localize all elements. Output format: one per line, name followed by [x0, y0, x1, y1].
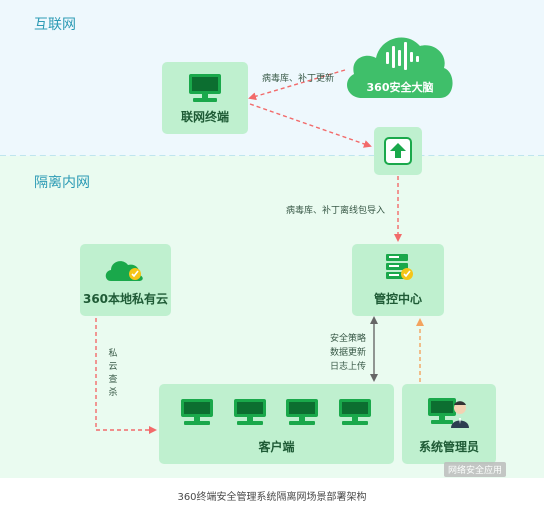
- arrow-cloud-to-terminal: [248, 69, 346, 101]
- policy-note-line: 日志上传: [330, 362, 367, 372]
- diagram-caption: 360终端安全管理系统隔离网场景部署架构: [177, 492, 367, 503]
- client-monitor-icon: [180, 398, 214, 430]
- control-center-label: 管控中心: [373, 292, 422, 306]
- cloud-brain-label: 360安全大脑: [366, 81, 434, 94]
- private-cloud-query-note: 私 云 查 杀: [107, 348, 119, 400]
- policy-note-line: 数据更新: [330, 348, 367, 358]
- private-cloud-query-char: 私: [108, 349, 118, 359]
- networked-terminal-label: 联网终端: [180, 110, 229, 124]
- monitor-icon: [187, 73, 223, 107]
- server-icon: [384, 252, 414, 286]
- private-cloud-query-char: 云: [108, 362, 118, 372]
- arrow-cloud-to-clients: [95, 318, 157, 434]
- local-private-cloud-box: 360本地私有云: [80, 244, 171, 316]
- offline-import-device: [374, 127, 422, 175]
- clients-label: 客户端: [258, 440, 295, 454]
- policy-note: 安全策略 数据更新 日志上传: [330, 332, 366, 374]
- policy-note-line: 安全策略: [330, 334, 367, 344]
- intranet-zone-label: 隔离内网: [34, 175, 90, 191]
- private-cloud-query-char: 杀: [108, 388, 118, 398]
- cloud-brain: 360安全大脑: [340, 18, 460, 106]
- private-cloud-query-char: 查: [108, 375, 118, 385]
- arrow-terminal-to-import: [249, 103, 372, 148]
- cloud-icon: [347, 37, 453, 98]
- client-monitor-icon: [233, 398, 267, 430]
- internet-zone-label: 互联网: [34, 17, 76, 33]
- sys-admin-label: 系统管理员: [418, 440, 479, 454]
- client-monitor-icon: [338, 398, 372, 430]
- private-cloud-icon: [103, 255, 147, 289]
- virus-patch-update-note: 病毒库、补丁更新: [262, 74, 335, 84]
- local-private-cloud-label: 360本地私有云: [82, 292, 169, 306]
- upload-box-icon: [384, 137, 412, 165]
- admin-workstation-icon: [426, 394, 472, 434]
- watermark: 网络安全应用: [444, 462, 507, 477]
- offline-import-note: 病毒库、补丁离线包导入: [286, 206, 386, 216]
- client-monitor-icon: [285, 398, 319, 430]
